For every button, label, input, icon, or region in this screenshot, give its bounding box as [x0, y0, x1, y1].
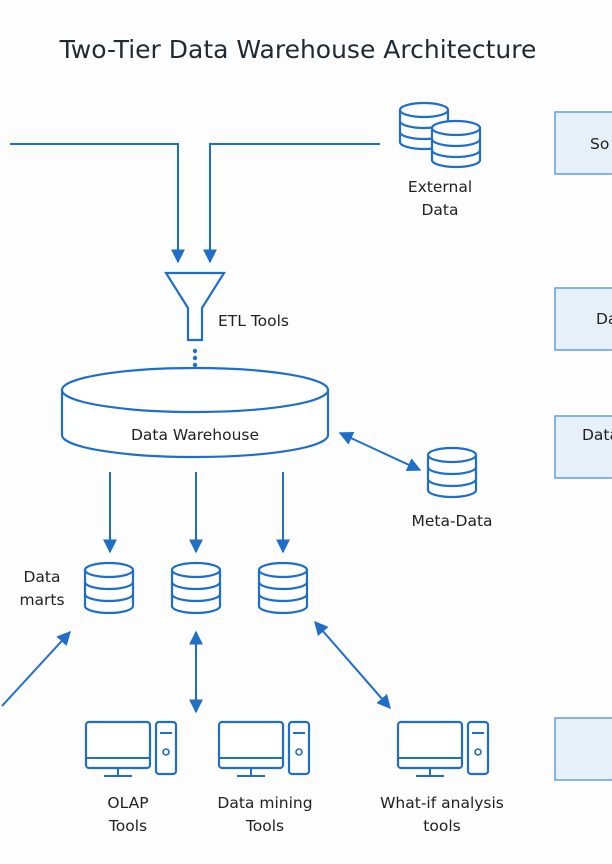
olap-label-line1: OLAP: [107, 794, 148, 812]
arrow-olap-to-mart: [1, 630, 71, 707]
arrow-whatif-to-mart: [314, 620, 391, 710]
what-if-label-line1: What-if analysis: [380, 794, 504, 812]
meta-data-icon: [426, 446, 478, 499]
warehouse-to-marts-arrows: [103, 472, 290, 554]
olap-label-line2: Tools: [108, 817, 147, 835]
data-mart-icon-2: [170, 561, 222, 615]
meta-data-label: Meta-Data: [411, 512, 492, 530]
funnel-icon: [164, 271, 226, 368]
external-data-label-line1: External: [408, 178, 472, 196]
tier-box-data-storage-label: Data: [582, 426, 612, 444]
tier-box-data-staging: Da: [554, 287, 612, 351]
data-mining-label-line2: Tools: [245, 817, 284, 835]
data-warehouse-label: Data Warehouse: [131, 426, 259, 444]
diagram-title: Two-Tier Data Warehouse Architecture: [59, 35, 537, 64]
tier-box-source-label: So: [590, 135, 609, 153]
what-if-label-line2: tools: [423, 817, 460, 835]
data-mart-icon-1: [83, 561, 135, 615]
external-data-icon: [398, 101, 482, 169]
data-mining-label-line1: Data mining: [217, 794, 312, 812]
data-marts-label-line1: Data: [23, 568, 60, 586]
data-mart-icon-3: [257, 561, 309, 615]
source-feed-lines: [10, 143, 380, 264]
data-marts-label-line2: marts: [19, 591, 64, 609]
tier-box-data-storage: Data: [554, 415, 612, 479]
data-warehouse-cylinder: [60, 366, 330, 459]
tier-box-source: So: [554, 111, 612, 175]
tier-box-data-staging-label: Da: [596, 310, 612, 328]
etl-tools-label: ETL Tools: [218, 312, 289, 330]
computer-icon-olap: [84, 720, 178, 777]
computer-icon-data-mining: [217, 720, 311, 777]
tier-box-front-end: [554, 717, 612, 781]
metadata-connector: [338, 431, 422, 472]
computer-icon-what-if: [396, 720, 490, 777]
external-data-label-line2: Data: [421, 201, 458, 219]
